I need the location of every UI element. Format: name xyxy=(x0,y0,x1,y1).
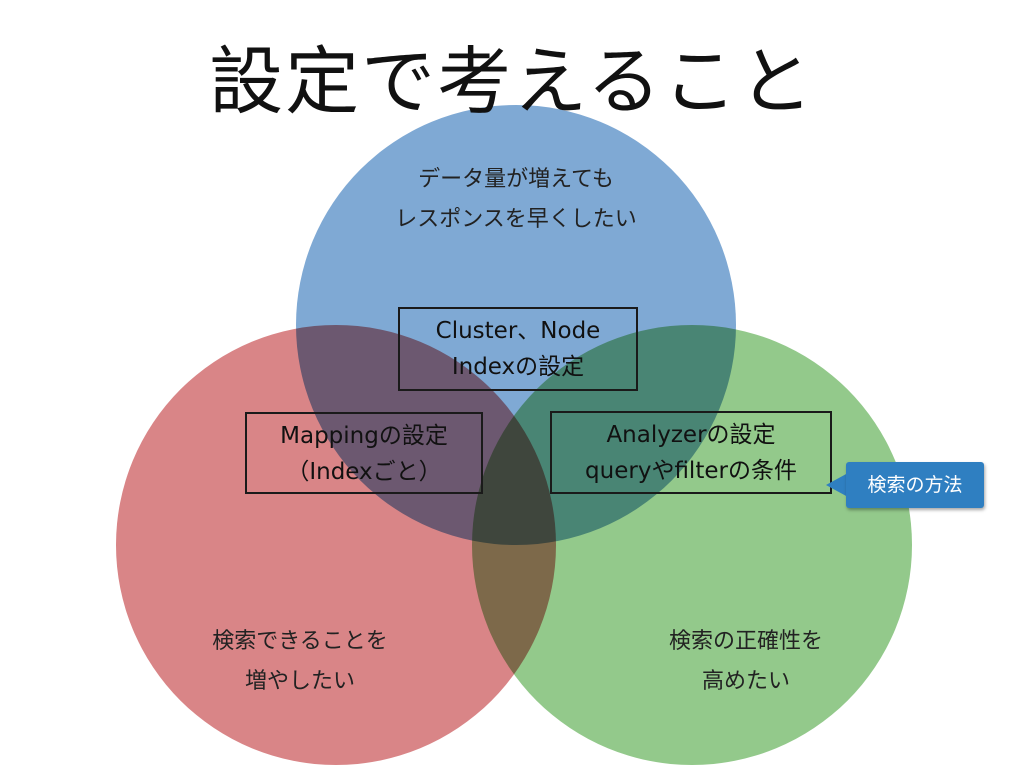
circle-left-red xyxy=(116,325,556,765)
page-title: 設定で考えること xyxy=(209,39,815,125)
right-circle-caption: 検索の正確性を 高めたい xyxy=(596,622,896,702)
analyzer-box-line2: queryやfilterの条件 xyxy=(585,458,797,484)
mapping-box-line1: Mappingの設定 xyxy=(280,423,448,449)
mapping-box-line2: （Indexごと） xyxy=(286,459,442,485)
top-caption-line1: データ量が増えても xyxy=(418,167,614,192)
top-circle-caption: データ量が増えても レスポンスを早くしたい xyxy=(336,160,696,240)
mapping-settings-box: Mappingの設定 （Indexごと） xyxy=(245,412,483,494)
circle-right-green xyxy=(472,325,912,765)
analyzer-settings-box: Analyzerの設定 queryやfilterの条件 xyxy=(550,411,832,494)
cluster-box-line2: Indexの設定 xyxy=(451,354,585,380)
left-caption-line1: 検索できることを xyxy=(212,629,388,654)
right-caption-line2: 高めたい xyxy=(701,669,790,694)
analyzer-box-line1: Analyzerの設定 xyxy=(606,422,776,448)
cluster-box-line1: Cluster、Node xyxy=(435,318,601,344)
cluster-settings-box: Cluster、Node Indexの設定 xyxy=(398,307,638,391)
right-caption-line1: 検索の正確性を xyxy=(668,629,823,654)
top-caption-line2: レスポンスを早くしたい xyxy=(395,207,637,232)
callout-pointer xyxy=(826,473,848,497)
left-caption-line2: 増やしたい xyxy=(244,669,355,694)
search-method-callout: 検索の方法 xyxy=(846,462,984,508)
left-circle-caption: 検索できることを 増やしたい xyxy=(150,622,450,702)
